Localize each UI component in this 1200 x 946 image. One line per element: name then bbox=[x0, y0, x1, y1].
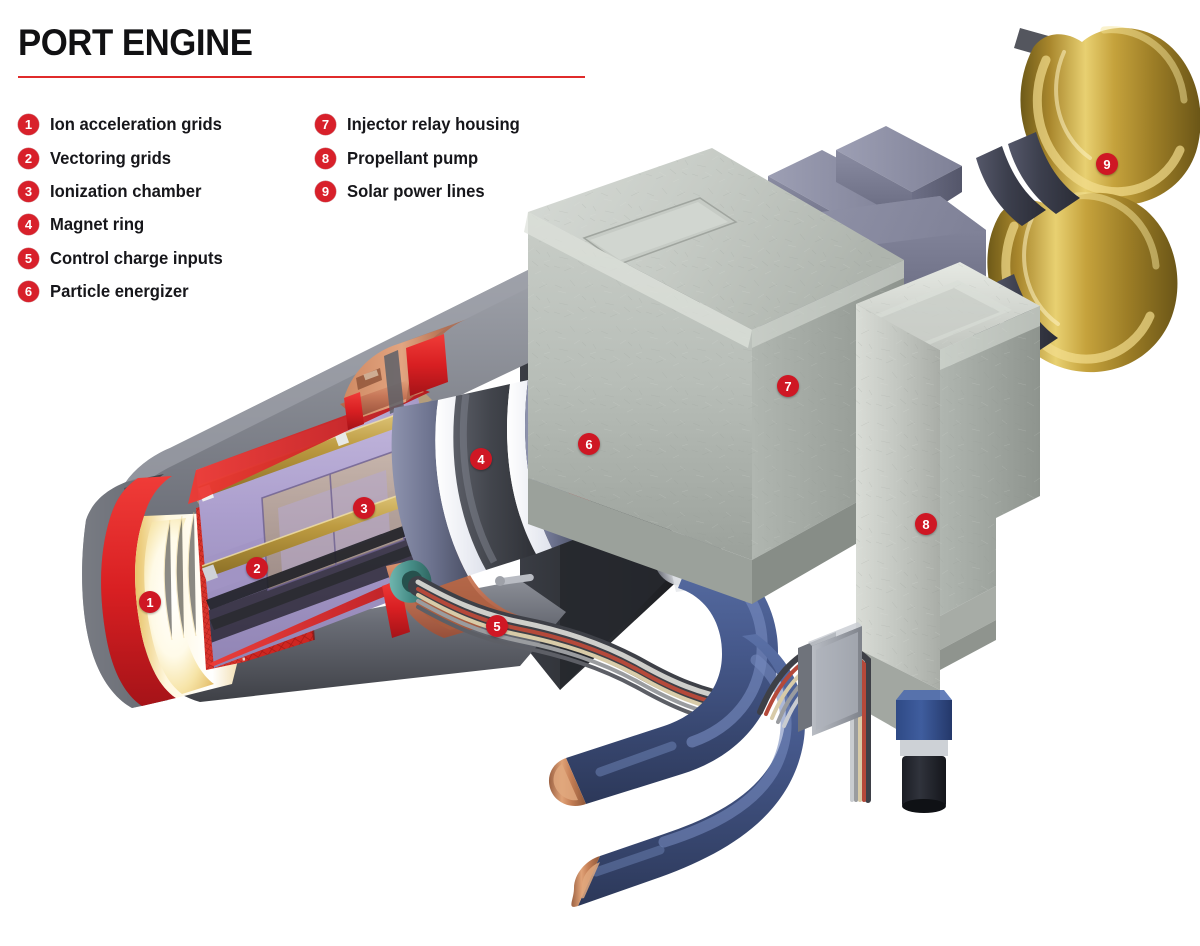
legend-badge-7: 7 bbox=[315, 114, 336, 136]
legend-item-8[interactable]: 8 Propellant pump bbox=[315, 141, 529, 174]
legend-item-7[interactable]: 7 Injector relay housing bbox=[315, 108, 529, 141]
nozzle-cut-plane-red bbox=[101, 476, 176, 706]
legend-badge-6: 6 bbox=[18, 281, 39, 303]
legend-badge-9: 9 bbox=[315, 180, 336, 202]
magnet-ring-white-gap bbox=[435, 396, 486, 576]
legend-label-3: Ionization chamber bbox=[50, 180, 202, 201]
callout-badge-9[interactable]: 9 bbox=[1096, 153, 1118, 175]
pump-step-ledge bbox=[940, 586, 996, 650]
connector-box-group bbox=[757, 622, 871, 803]
legend-label-2: Vectoring grids bbox=[50, 147, 172, 168]
legend-label-1: Ion acceleration grids bbox=[50, 114, 222, 135]
legend-badge-8: 8 bbox=[315, 147, 336, 169]
legend-column-left: 1 Ion acceleration grids 2 Vectoring gri… bbox=[18, 108, 232, 308]
housing-bottom-skirt bbox=[528, 478, 752, 604]
legend-badge-2: 2 bbox=[18, 147, 39, 169]
legend-badge-1: 1 bbox=[18, 114, 39, 136]
legend-item-4[interactable]: 4 Magnet ring bbox=[18, 208, 232, 241]
legend-label-6: Particle energizer bbox=[50, 281, 189, 302]
fin-3-top bbox=[836, 126, 962, 192]
clamp-cut-red-2 bbox=[344, 392, 364, 430]
clamp-cut-red-1 bbox=[406, 334, 448, 396]
propellant-pump-group bbox=[856, 262, 1040, 813]
legend-item-1[interactable]: 1 Ion acceleration grids bbox=[18, 108, 232, 141]
legend-badge-3: 3 bbox=[18, 180, 39, 202]
solar-power-line-upper bbox=[1020, 27, 1200, 206]
callout-badge-2[interactable]: 2 bbox=[246, 557, 268, 579]
callout-badge-7[interactable]: 7 bbox=[777, 375, 799, 397]
magnet-ring-white-gap-2 bbox=[507, 380, 552, 554]
legend-item-9[interactable]: 9 Solar power lines bbox=[315, 175, 529, 208]
legend-label-7: Injector relay housing bbox=[347, 114, 520, 135]
fin-2-top bbox=[768, 150, 906, 222]
title-divider-rule bbox=[18, 76, 585, 78]
callout-badge-5[interactable]: 5 bbox=[486, 615, 508, 637]
control-charge-cable-bundle bbox=[408, 576, 746, 727]
callout-badge-4[interactable]: 4 bbox=[470, 448, 492, 470]
legend-item-3[interactable]: 3 Ionization chamber bbox=[18, 175, 232, 208]
legend-item-6[interactable]: 6 Particle energizer bbox=[18, 275, 232, 308]
legend-column-right: 7 Injector relay housing 8 Propellant pu… bbox=[315, 108, 529, 208]
callout-badge-8[interactable]: 8 bbox=[915, 513, 937, 535]
chamber-lower-rail-1 bbox=[206, 512, 444, 610]
legend-item-2[interactable]: 2 Vectoring grids bbox=[18, 141, 232, 174]
callout-badge-3[interactable]: 3 bbox=[353, 497, 375, 519]
legend-label-5: Control charge inputs bbox=[50, 247, 223, 268]
magnet-ring-outer-speckle bbox=[391, 400, 468, 590]
callout-badge-6[interactable]: 6 bbox=[578, 433, 600, 455]
page-title: PORT ENGINE bbox=[18, 22, 253, 63]
propellant-pipe-lower bbox=[578, 634, 805, 906]
power-line-collar-2 bbox=[1008, 132, 1080, 214]
copper-clamp-ring bbox=[340, 318, 470, 430]
propellant-pipe-upper bbox=[566, 544, 778, 804]
pump-outlet-nozzle bbox=[896, 690, 952, 813]
legend-item-5[interactable]: 5 Control charge inputs bbox=[18, 242, 232, 275]
power-line-collar-1 bbox=[976, 146, 1046, 226]
legend-badge-4: 4 bbox=[18, 214, 39, 236]
legend-label-4: Magnet ring bbox=[50, 214, 145, 235]
legend-badge-5: 5 bbox=[18, 247, 39, 269]
legend-label-9: Solar power lines bbox=[347, 180, 485, 201]
chamber-cut-edge-top bbox=[188, 388, 430, 504]
outlet-tip bbox=[902, 756, 946, 808]
outlet-collar bbox=[900, 740, 948, 756]
callout-badge-1[interactable]: 1 bbox=[139, 591, 161, 613]
legend-label-8: Propellant pump bbox=[347, 147, 479, 168]
chamber-lower-rail-2 bbox=[210, 532, 448, 630]
